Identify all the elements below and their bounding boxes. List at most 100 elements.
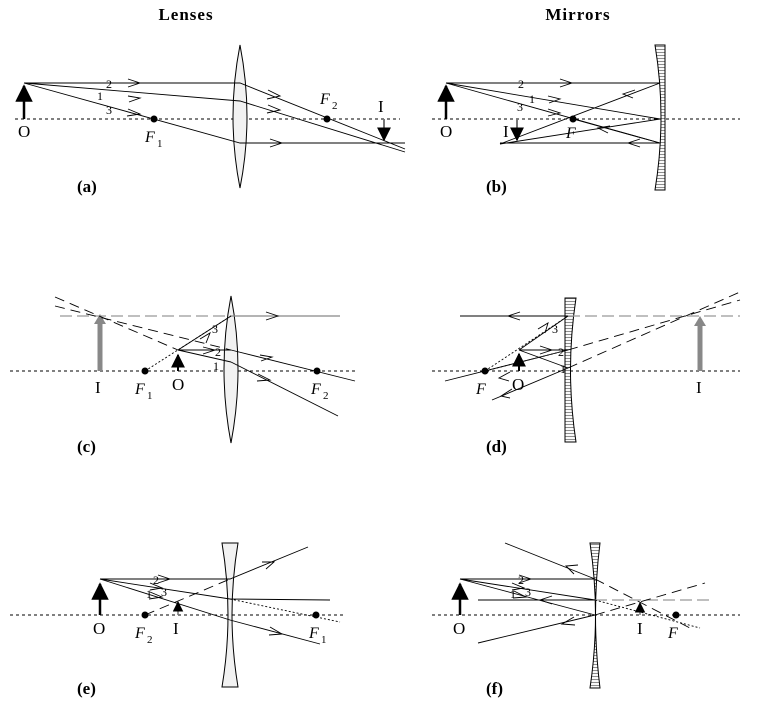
image-label: I — [95, 378, 101, 397]
focal-2-label: F — [319, 91, 330, 108]
ray-number: 3 — [525, 585, 531, 599]
panel-f: O I F 2 1 3 (f) — [432, 542, 740, 698]
header-mirrors: Mirrors — [545, 5, 610, 24]
ray-1 — [518, 349, 569, 369]
ray-arrow — [539, 345, 554, 355]
ray-number: 1 — [529, 92, 535, 106]
ray-focal-line — [484, 315, 569, 372]
convex-mirror — [564, 297, 577, 443]
ray-3-reflected — [477, 614, 596, 644]
panel-label: (c) — [77, 437, 96, 456]
ray-arrow — [262, 561, 276, 570]
ray-arrow — [269, 138, 284, 148]
ray-arrow — [537, 322, 549, 334]
ray-arrow — [202, 346, 217, 355]
convex-lens — [223, 295, 239, 444]
focal-1-subscript: 1 — [147, 390, 153, 402]
focal-2-subscript: 2 — [147, 634, 153, 646]
ray-1-reflected — [491, 367, 569, 401]
image-label: I — [696, 378, 702, 397]
panel-label: (f) — [486, 679, 503, 698]
ray-3 — [177, 315, 232, 351]
ray-2 — [100, 546, 309, 580]
focal-point-2 — [141, 611, 149, 619]
panel-label: (d) — [486, 437, 507, 456]
ray-number: 1 — [97, 89, 103, 103]
focal-1-subscript: 1 — [157, 138, 163, 150]
ray-number: 2 — [518, 573, 524, 587]
convex-lens — [232, 44, 248, 189]
ray-arrow — [512, 590, 528, 599]
ray-2-reflected — [444, 349, 569, 382]
focal-2-subscript: 2 — [332, 100, 338, 112]
panel-a: O I F 1 F 2 2 1 3 (a) — [15, 44, 406, 196]
ray-arrow — [506, 311, 521, 321]
ray-number: 2 — [558, 345, 564, 359]
ray-number: 3 — [161, 585, 167, 599]
ray-1 — [459, 578, 596, 601]
image-label: I — [503, 122, 509, 141]
ray-arrow — [157, 574, 172, 584]
concave-mirror — [654, 44, 666, 191]
ray-number: 2 — [518, 77, 524, 91]
object-label: O — [453, 619, 465, 638]
focal-line — [229, 598, 341, 623]
ray-arrow — [499, 388, 513, 399]
ray-3-ext — [572, 118, 661, 144]
ray-arrow — [268, 626, 284, 636]
focal-1-label: F — [134, 381, 145, 398]
panel-d: F O I 3 2 1 (d) — [432, 291, 741, 456]
ray-1 — [23, 82, 406, 153]
ray-arrow — [265, 311, 280, 321]
virtual-ray-ext — [567, 299, 741, 351]
virtual-ray-ext — [567, 291, 741, 369]
ray-arrow — [497, 371, 511, 382]
ray-arrow — [518, 574, 533, 584]
virtual-ray-ext — [54, 305, 232, 351]
ray-arrow — [547, 95, 562, 104]
ray-number: 1 — [213, 359, 219, 373]
ray-arrow — [621, 89, 636, 99]
ray-number: 2 — [153, 573, 159, 587]
ray-1-out — [230, 361, 339, 417]
ray-number: 1 — [146, 587, 152, 601]
focal-2-subscript: 2 — [323, 390, 329, 402]
focal-point-2 — [323, 115, 331, 123]
ray-2 — [24, 82, 406, 150]
object-label: O — [512, 375, 524, 394]
ray-arrow — [199, 331, 211, 344]
focal-point-1 — [150, 115, 158, 123]
ray-1 — [445, 82, 661, 145]
ray-arrow — [256, 373, 272, 382]
ray-number: 3 — [106, 103, 112, 117]
ray-arrow — [560, 616, 576, 626]
ray-number: 3 — [552, 322, 558, 336]
ray-number: 3 — [517, 100, 523, 114]
focal-point-1 — [141, 367, 149, 375]
ray-arrow — [266, 89, 282, 100]
image-label: I — [378, 97, 384, 116]
panel-e: O I F 2 F 1 2 1 3 (e) — [10, 542, 345, 698]
concave-lens — [221, 542, 239, 688]
ray-2 — [446, 82, 661, 145]
panel-label: (a) — [77, 177, 97, 196]
focal-point-1 — [312, 611, 320, 619]
ray-arrow — [547, 108, 562, 117]
focal-2-label: F — [310, 381, 321, 398]
virtual-ray-ext — [594, 582, 706, 616]
focal-point-2 — [313, 367, 321, 375]
focal-1-label: F — [144, 129, 155, 146]
focal-label: F — [667, 625, 678, 642]
focal-point — [672, 611, 680, 619]
virtual-ray-ext — [594, 578, 691, 629]
ray-arrow — [148, 591, 164, 600]
ray-number: 2 — [106, 77, 112, 91]
focal-line — [594, 599, 701, 629]
header-lenses: Lenses — [158, 5, 213, 24]
panel-c: I O F 1 F 2 3 2 1 (c) — [10, 295, 356, 456]
ray-arrow — [596, 125, 611, 134]
ray-arrow — [149, 582, 164, 591]
virtual-ray-ext — [54, 296, 179, 351]
ray-arrow — [259, 354, 274, 362]
focal-point — [481, 367, 489, 375]
